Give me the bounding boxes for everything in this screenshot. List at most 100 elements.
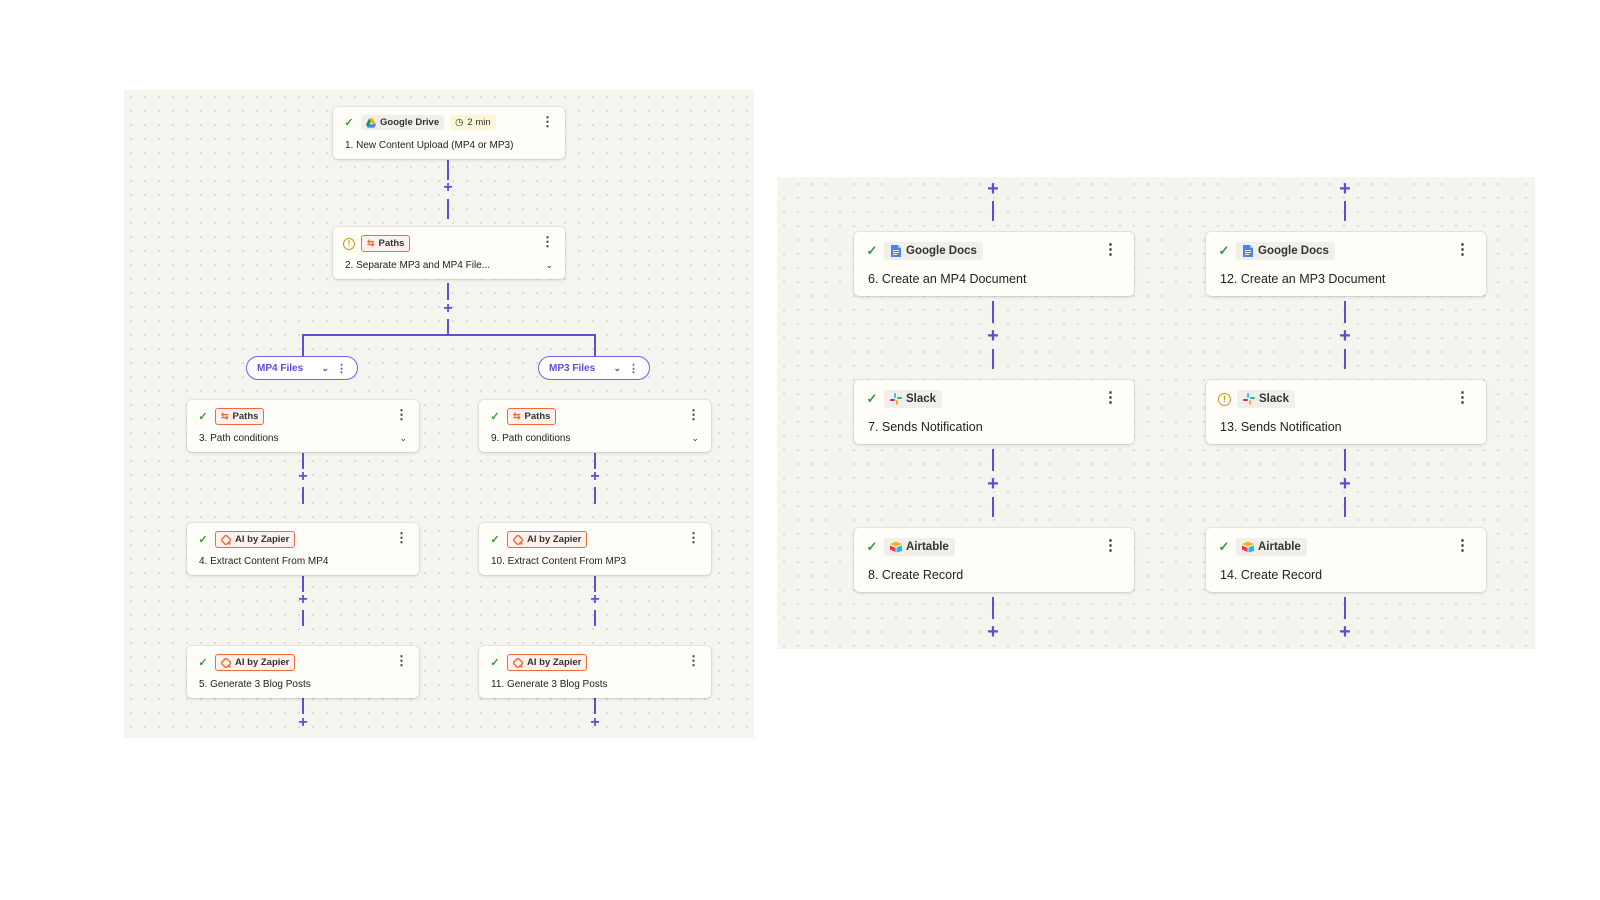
chevron-down-icon[interactable]: ⌄: [399, 433, 407, 443]
success-check-icon: ✓: [1218, 243, 1230, 258]
branch-split-line: [302, 334, 596, 336]
step-card-ai-extract[interactable]: ✓ AI by Zapier ⋮ 10. Extract Content Fro…: [479, 523, 711, 575]
add-step-plus[interactable]: +: [987, 621, 999, 643]
connector-line: [447, 283, 449, 300]
more-options-icon[interactable]: ⋮: [687, 653, 700, 668]
google-drive-icon: [366, 117, 376, 128]
add-step-plus[interactable]: +: [443, 300, 453, 317]
connector-line: [992, 449, 994, 471]
app-badge: Google Docs: [884, 242, 983, 260]
more-options-icon[interactable]: ⋮: [628, 362, 639, 375]
step-card-ai-generate[interactable]: ✓ AI by Zapier ⋮ 11. Generate 3 Blog Pos…: [479, 646, 711, 698]
ai-zapier-icon: [221, 657, 231, 668]
step-card-path-conditions[interactable]: ✓ ⇆ Paths ⋮ 9. Path conditions ⌄: [479, 400, 711, 452]
step-title: 7. Sends Notification: [868, 420, 983, 434]
step-card-google-docs[interactable]: ✓ Google Docs ⋮ 12. Create an MP3 Docume…: [1206, 232, 1486, 296]
step-card-paths[interactable]: ! ⇆ Paths ⋮ 2. Separate MP3 and MP4 File…: [333, 227, 565, 279]
app-name: AI by Zapier: [235, 657, 290, 668]
add-step-plus[interactable]: +: [987, 325, 999, 347]
connector-line: [594, 698, 596, 714]
more-options-icon[interactable]: ⋮: [1455, 241, 1470, 258]
ai-zapier-icon: [221, 534, 231, 545]
more-options-icon[interactable]: ⋮: [687, 530, 700, 545]
add-step-plus[interactable]: +: [590, 591, 600, 608]
warning-icon: !: [343, 237, 355, 250]
app-name: AI by Zapier: [527, 657, 582, 668]
add-step-plus[interactable]: +: [590, 468, 600, 485]
chevron-down-icon[interactable]: ⌄: [691, 433, 699, 443]
paths-icon: ⇆: [367, 238, 375, 248]
step-card-trigger[interactable]: ✓ Google Drive ◷ 2 min ⋮ 1. New Content …: [333, 107, 565, 159]
app-name: Google Docs: [1258, 245, 1329, 257]
more-options-icon[interactable]: ⋮: [395, 530, 408, 545]
app-name: Slack: [906, 393, 937, 405]
app-badge: AI by Zapier: [215, 654, 296, 671]
success-check-icon: ✓: [866, 539, 878, 554]
more-options-icon[interactable]: ⋮: [541, 114, 554, 129]
step-card-ai-extract[interactable]: ✓ AI by Zapier ⋮ 4. Extract Content From…: [187, 523, 419, 575]
step-card-ai-generate[interactable]: ✓ AI by Zapier ⋮ 5. Generate 3 Blog Post…: [187, 646, 419, 698]
add-step-plus[interactable]: +: [1339, 178, 1351, 200]
connector-line: [992, 349, 994, 369]
connector-line: [1344, 349, 1346, 369]
step-card-path-conditions[interactable]: ✓ ⇆ Paths ⋮ 3. Path conditions ⌄: [187, 400, 419, 452]
add-step-plus[interactable]: +: [590, 714, 600, 731]
success-check-icon: ✓: [866, 391, 878, 406]
more-options-icon[interactable]: ⋮: [1455, 537, 1470, 554]
step-card-airtable[interactable]: ✓ Airtable ⋮ 14. Create Record: [1206, 528, 1486, 592]
connector-line: [992, 201, 994, 221]
chevron-down-icon[interactable]: ⌄: [613, 362, 621, 373]
app-name: AI by Zapier: [527, 534, 582, 545]
more-options-icon[interactable]: ⋮: [1103, 241, 1118, 258]
add-step-plus[interactable]: +: [987, 178, 999, 200]
app-badge: Slack: [884, 390, 943, 408]
more-options-icon[interactable]: ⋮: [1455, 389, 1470, 406]
step-title: 11. Generate 3 Blog Posts: [491, 679, 608, 690]
add-step-plus[interactable]: +: [298, 468, 308, 485]
step-card-slack[interactable]: ! Slack ⋮ 13. Sends Notification: [1206, 380, 1486, 444]
app-badge: ⇆ Paths: [361, 235, 411, 252]
add-step-plus[interactable]: +: [443, 179, 453, 196]
app-name: Google Drive: [380, 117, 440, 128]
more-options-icon[interactable]: ⋮: [395, 407, 408, 422]
more-options-icon[interactable]: ⋮: [1103, 537, 1118, 554]
connector-line: [992, 301, 994, 323]
right-workflow-canvas: + + + + + + + + ✓ Google Docs: [777, 177, 1535, 649]
step-card-google-docs[interactable]: ✓ Google Docs ⋮ 6. Create an MP4 Documen…: [854, 232, 1134, 296]
app-name: Paths: [232, 411, 259, 422]
more-options-icon[interactable]: ⋮: [687, 407, 700, 422]
add-step-plus[interactable]: +: [1339, 621, 1351, 643]
connector-line: [1344, 597, 1346, 619]
step-card-airtable[interactable]: ✓ Airtable ⋮ 8. Create Record: [854, 528, 1134, 592]
chevron-down-icon[interactable]: ⌄: [321, 362, 329, 373]
step-title: 3. Path conditions: [199, 433, 279, 444]
chevron-down-icon[interactable]: ⌄: [545, 260, 553, 270]
more-options-icon[interactable]: ⋮: [1103, 389, 1118, 406]
step-title: 14. Create Record: [1220, 568, 1323, 582]
more-options-icon[interactable]: ⋮: [395, 653, 408, 668]
add-step-plus[interactable]: +: [987, 473, 999, 495]
step-title: 6. Create an MP4 Document: [868, 272, 1027, 286]
success-check-icon: ✓: [344, 117, 354, 129]
step-title: 2. Separate MP3 and MP4 File...: [345, 260, 491, 271]
success-check-icon: ✓: [490, 411, 500, 423]
add-step-plus[interactable]: +: [1339, 473, 1351, 495]
app-name: Paths: [378, 238, 405, 249]
step-title: 9. Path conditions: [491, 433, 571, 444]
add-step-plus[interactable]: +: [298, 591, 308, 608]
branch-pill-mp3[interactable]: MP3 Files ⌄ ⋮: [538, 356, 650, 380]
app-name: Airtable: [1258, 541, 1301, 553]
google-docs-icon: [891, 245, 901, 257]
connector-line: [594, 334, 596, 356]
connector-line: [302, 453, 304, 469]
branch-pill-mp4[interactable]: MP4 Files ⌄ ⋮: [246, 356, 358, 380]
connector-line: [1344, 497, 1346, 517]
more-options-icon[interactable]: ⋮: [541, 234, 554, 249]
add-step-plus[interactable]: +: [298, 714, 308, 731]
step-card-slack[interactable]: ✓ Slack ⋮ 7. Sends Notification: [854, 380, 1134, 444]
add-step-plus[interactable]: +: [1339, 325, 1351, 347]
app-name: Slack: [1259, 393, 1290, 405]
step-title: 5. Generate 3 Blog Posts: [199, 679, 311, 690]
more-options-icon[interactable]: ⋮: [336, 362, 347, 375]
connector-line: [302, 576, 304, 592]
